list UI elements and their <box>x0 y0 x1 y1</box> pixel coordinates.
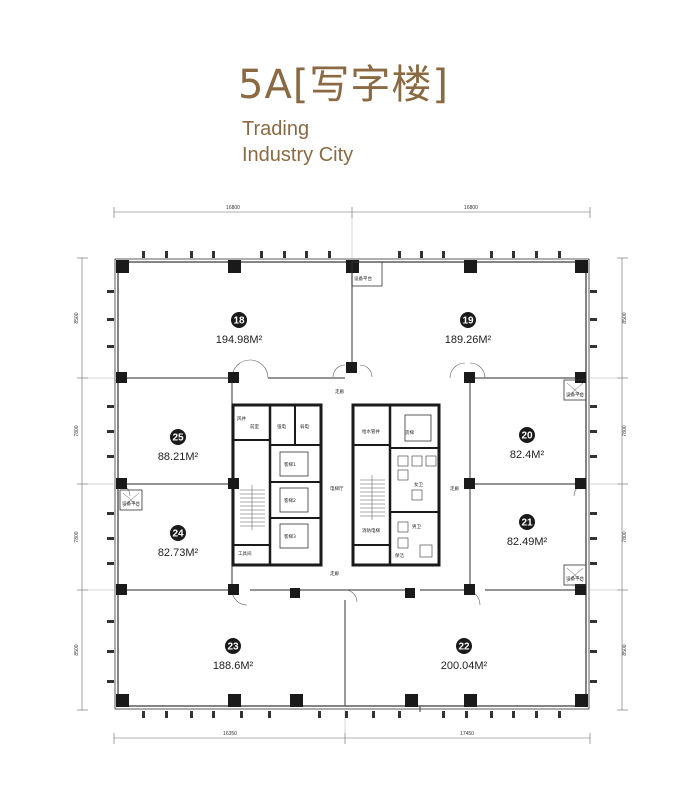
unit-area-20: 82.4M² <box>510 449 545 461</box>
corridor-top-label: 走廊 <box>335 388 344 395</box>
core-label-elevator-1: 客梯1 <box>284 461 296 468</box>
unit-marker-20 <box>519 427 535 443</box>
core-label-elevator-4: 货梯 <box>405 429 414 436</box>
dim-top-left: 16800 <box>226 205 240 211</box>
unit-area-25: 88.21M² <box>158 451 199 463</box>
core-label-fire: 消防电梯 <box>362 527 380 534</box>
unit-area-18: 194.98M² <box>216 334 263 346</box>
core-left <box>231 403 323 567</box>
unit-number-22: 22 <box>458 642 470 653</box>
unit-markers: 18 194.98M² 19 189.26M² 20 82.4M² 21 82.49M² 22 2… <box>158 312 548 672</box>
unit-number-23: 23 <box>227 642 239 653</box>
dim-left-4: 8500 <box>74 644 80 655</box>
unit-area-21: 82.49M² <box>507 536 548 548</box>
subtitle-line-2: Industry City <box>242 144 354 166</box>
balcony-label-2: 设备平台 <box>566 391 584 398</box>
core-label-tool: 工具间 <box>238 550 252 557</box>
elevator-hall-label: 电梯厅 <box>330 485 344 492</box>
equipment-balconies <box>119 261 587 586</box>
dim-right-1: 8500 <box>622 312 628 323</box>
unit-area-24: 82.73M² <box>158 547 199 559</box>
corridor-right-label: 走廊 <box>450 485 459 492</box>
unit-number-20: 20 <box>521 431 533 442</box>
core-label-elevator-3: 客梯3 <box>284 533 296 540</box>
core-label-well: 风井 <box>237 415 246 422</box>
dimension-lines <box>77 207 628 744</box>
core-label-water: 给水管井 <box>362 428 380 435</box>
balcony-hatch <box>122 382 584 583</box>
dim-left-3: 7800 <box>74 531 80 542</box>
dim-left-1: 8500 <box>74 312 80 323</box>
page-title: 5A[写字楼] <box>238 62 450 108</box>
door-arcs <box>117 359 587 606</box>
unit-marker-22 <box>456 638 472 654</box>
unit-number-25: 25 <box>172 433 184 444</box>
dim-left-2: 7800 <box>74 425 80 436</box>
subtitle-line-1: Trading <box>242 118 310 140</box>
core-label-cleaning: 保洁 <box>395 552 404 559</box>
dim-right-2: 7800 <box>622 425 628 436</box>
corridor-bottom-label: 走廊 <box>330 570 339 577</box>
unit-area-23: 188.6M² <box>213 660 254 672</box>
core-label-male-wc: 男卫 <box>412 524 421 530</box>
window-mullions <box>107 251 597 718</box>
core-label-stair: 前室 <box>250 423 259 430</box>
unit-marker-24 <box>170 525 186 541</box>
core-right <box>351 403 441 567</box>
unit-number-24: 24 <box>172 529 184 540</box>
dim-right-4: 8500 <box>622 644 628 655</box>
balcony-label-4: 设备平台 <box>566 575 584 582</box>
unit-marker-25 <box>170 429 186 445</box>
unit-marker-19 <box>460 312 476 328</box>
dim-bottom-left: 16350 <box>223 731 237 737</box>
balcony-label-3: 设备平台 <box>122 500 140 507</box>
dim-top-right: 16800 <box>464 205 478 211</box>
unit-marker-23 <box>225 638 241 654</box>
unit-number-19: 19 <box>462 316 474 327</box>
core-label-elevator-2: 客梯2 <box>284 497 296 504</box>
unit-area-22: 200.04M² <box>441 660 488 672</box>
unit-number-21: 21 <box>521 518 533 529</box>
core-label-shaft-a: 强电 <box>277 423 286 430</box>
unit-marker-18 <box>231 312 247 328</box>
unit-number-18: 18 <box>233 316 245 327</box>
unit-area-19: 189.26M² <box>445 334 492 346</box>
core-label-female-wc: 女卫 <box>414 481 423 488</box>
unit-marker-21 <box>519 514 535 530</box>
core-label-shaft-b: 弱电 <box>300 423 309 430</box>
dim-right-3: 7800 <box>622 531 628 542</box>
balcony-label-1: 设备平台 <box>354 275 372 282</box>
dim-bottom-right: 17450 <box>460 731 474 737</box>
